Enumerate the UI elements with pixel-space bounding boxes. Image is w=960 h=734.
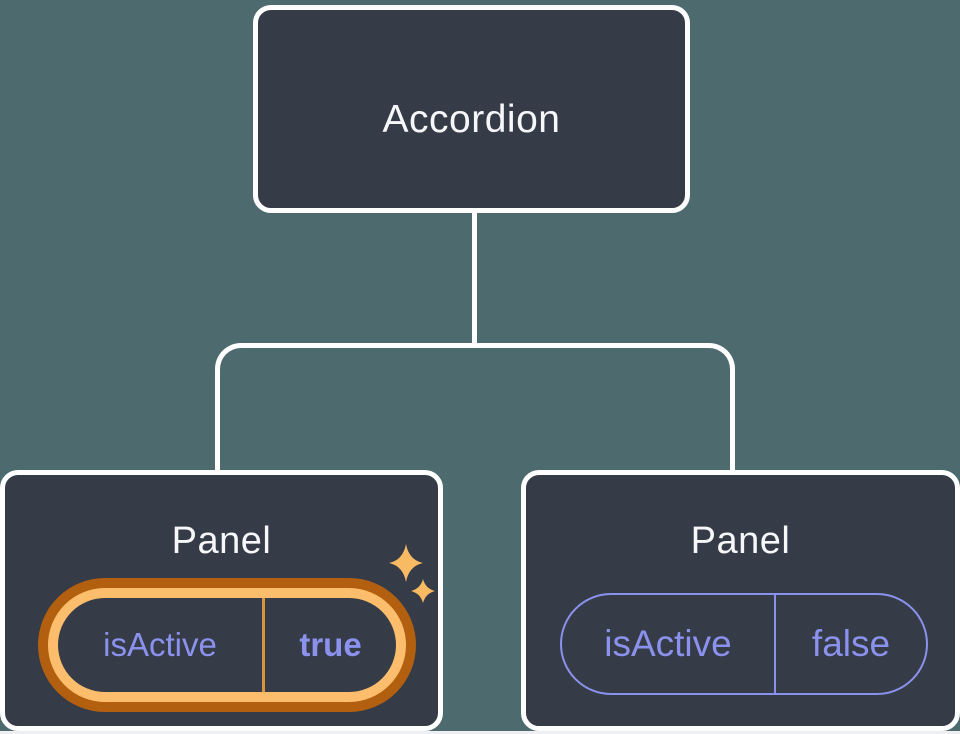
node-label: Panel <box>690 520 791 562</box>
connector-branch-bracket <box>215 343 735 471</box>
state-value: true <box>265 598 396 692</box>
state-value-label: true <box>299 626 362 663</box>
component-node-panel-active: Panel isActive true <box>0 470 443 731</box>
state-value-label: false <box>811 623 891 664</box>
sparkles-icon <box>389 544 435 603</box>
connector-stub-line <box>472 209 477 348</box>
state-pill-active: isActive true <box>58 598 396 692</box>
state-key: isActive <box>58 598 265 692</box>
node-label: Accordion <box>382 98 561 141</box>
node-label: Panel <box>171 520 272 562</box>
state-key-label: isActive <box>604 623 732 664</box>
state-pill-inactive: isActive false <box>560 593 928 695</box>
component-node-accordion: Accordion <box>253 5 690 213</box>
component-node-panel-inactive: Panel isActive false <box>521 470 960 731</box>
state-key-label: isActive <box>103 626 217 663</box>
state-value: false <box>776 595 926 693</box>
state-key: isActive <box>562 595 776 693</box>
